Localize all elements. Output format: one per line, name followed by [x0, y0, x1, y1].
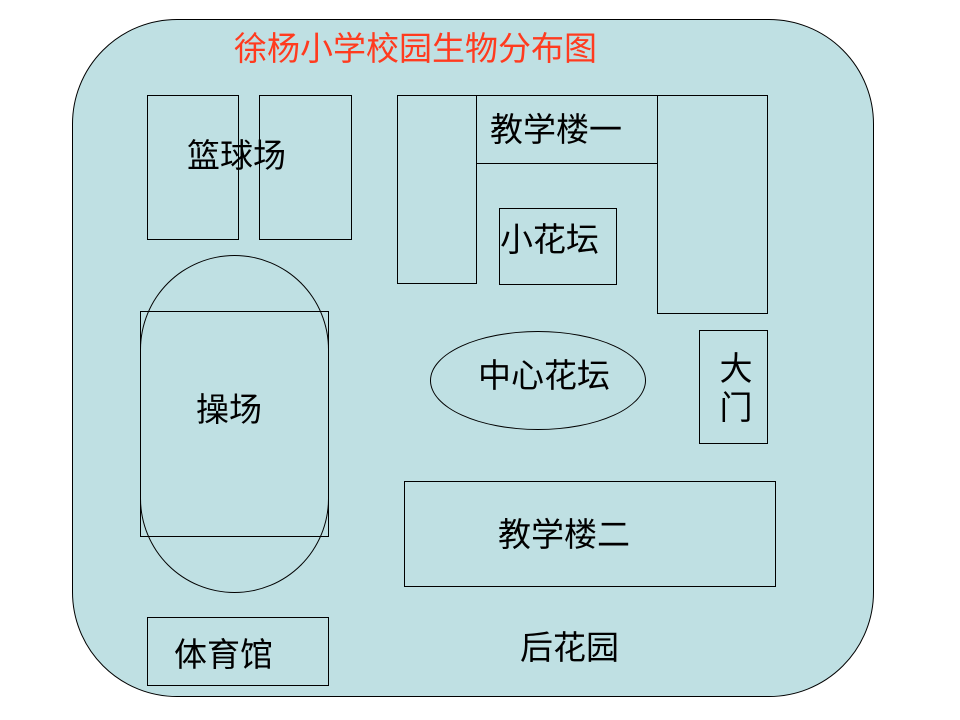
- gymnasium-box: [147, 617, 329, 686]
- center-flower-bed-ellipse: [430, 331, 646, 430]
- building-one-left-wing: [397, 95, 477, 284]
- small-flower-bed-label: 小花坛: [500, 220, 599, 259]
- map-title: 徐杨小学校园生物分布图: [234, 29, 597, 68]
- basketball-court-label: 篮球场: [187, 136, 286, 175]
- gymnasium-label: 体育馆: [174, 635, 273, 674]
- building-two-label: 教学楼二: [498, 515, 630, 554]
- building-one-label: 教学楼一: [490, 110, 622, 149]
- main-gate-label: 大门: [714, 351, 753, 429]
- back-garden-label: 后花园: [520, 628, 619, 667]
- basketball-court-left-box: [147, 95, 239, 240]
- basketball-court-right-box: [259, 95, 352, 240]
- building-one-right-wing: [657, 95, 768, 314]
- center-flower-bed-label: 中心花坛: [478, 356, 610, 395]
- building-two-box: [404, 481, 776, 587]
- small-flower-bed-box: [499, 208, 617, 285]
- main-gate-box: [699, 330, 768, 444]
- playground-label: 操场: [196, 390, 262, 429]
